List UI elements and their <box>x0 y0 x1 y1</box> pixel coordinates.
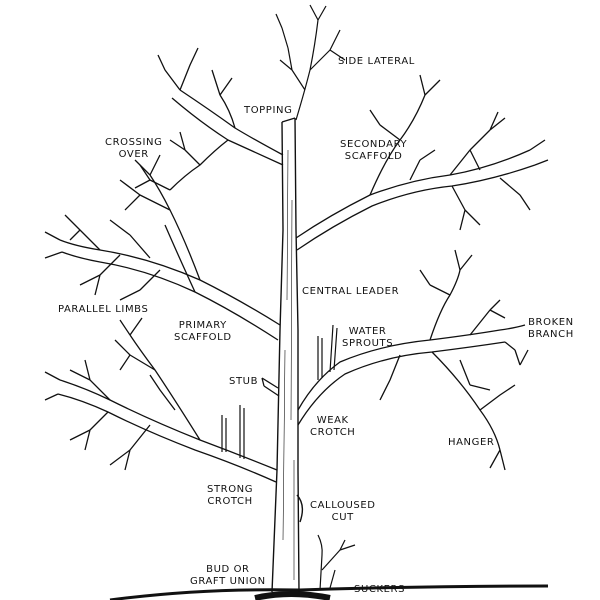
label-central-leader: CENTRAL LEADER <box>302 286 400 297</box>
ground-shadow <box>254 591 331 600</box>
right-water-sprouts <box>317 324 338 380</box>
calloused-cut <box>296 494 304 523</box>
suckers <box>317 534 356 591</box>
label-topping: TOPPING <box>244 105 293 116</box>
upper-left-limbs <box>134 47 284 191</box>
label-strong-crotch: STRONG CROTCH <box>207 484 254 507</box>
label-hanger: HANGER <box>448 437 495 448</box>
label-primary-scaffold: PRIMARY SCAFFOLD <box>174 320 232 343</box>
label-weak-crotch: WEAK CROTCH <box>310 415 356 438</box>
label-bud-graft-union: BUD OR GRAFT UNION <box>190 564 266 587</box>
secondary-scaffold <box>295 74 549 251</box>
lower-left-limbs <box>44 317 278 483</box>
label-side-lateral: SIDE LATERAL <box>338 56 415 67</box>
label-calloused-cut: CALLOUSED CUT <box>310 500 376 523</box>
stub-branch <box>261 377 280 397</box>
label-broken-branch: BROKEN BRANCH <box>528 317 574 340</box>
trunk <box>271 117 300 593</box>
label-parallel-limbs: PARALLEL LIMBS <box>58 304 149 315</box>
top-branches <box>275 4 346 121</box>
parallel-limbs <box>44 154 281 341</box>
right-lower-limbs <box>297 249 529 471</box>
left-water-sprouts <box>221 405 245 459</box>
ground-line <box>109 584 549 600</box>
label-stub: STUB <box>229 376 259 387</box>
label-water-sprouts: WATER SPROUTS <box>342 326 394 349</box>
label-secondary-scaffold: SECONDARY SCAFFOLD <box>340 139 408 162</box>
label-suckers: SUCKERS <box>354 584 406 595</box>
label-crossing-over: CROSSING OVER <box>105 137 163 160</box>
